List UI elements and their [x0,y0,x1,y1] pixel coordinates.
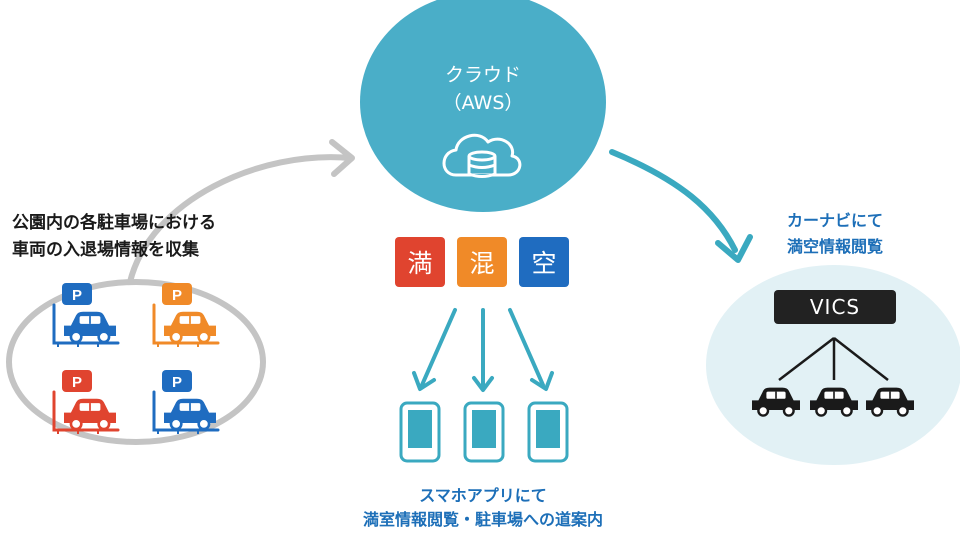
parking-sign-letter: P [172,287,182,304]
parking-lot-icon: P [52,283,120,347]
cloud-title: クラウド [444,64,521,86]
navi-car-icon [752,387,800,417]
navi-arrow-head [715,234,753,263]
parking-sign-letter: P [72,287,82,304]
cloud-subtitle: （AWS） [442,92,524,114]
status-badge-crowded: 混 [457,237,507,287]
navi-arrow [609,149,738,253]
parking-sign-letter: P [72,374,82,391]
parking-lot-icon: P [152,283,220,347]
collection-ring [6,279,266,445]
vics-box: VICS [774,290,896,324]
cloud-database-icon [442,133,522,178]
status-badge-available: 空 [519,237,569,287]
parking-sign-letter: P [172,374,182,391]
app-label-line1: スマホアプリにて [419,486,547,505]
collection-arrow-head [329,139,355,177]
parking-lot-icon: P [52,370,120,434]
navi-label-line1: カーナビにて [786,211,883,230]
status-badge-full: 満 [395,237,445,287]
navi-car-icon [866,387,914,417]
app-label-line2: 満室情報閲覧・駐車場への道案内 [362,510,603,529]
parking-lot-icon: P [152,370,220,434]
cloud-circle [360,0,606,212]
navi-label-line2: 満空情報閲覧 [786,237,883,256]
phone-arrows [412,308,554,392]
smartphones [399,401,569,463]
collection-arrow [127,154,353,285]
navi-car-icon [810,387,858,417]
collection-label-line1: 公園内の各駐車場における [12,213,216,233]
vics-links [778,337,889,381]
collection-label-line2: 車両の入退場情報を収集 [12,240,199,260]
